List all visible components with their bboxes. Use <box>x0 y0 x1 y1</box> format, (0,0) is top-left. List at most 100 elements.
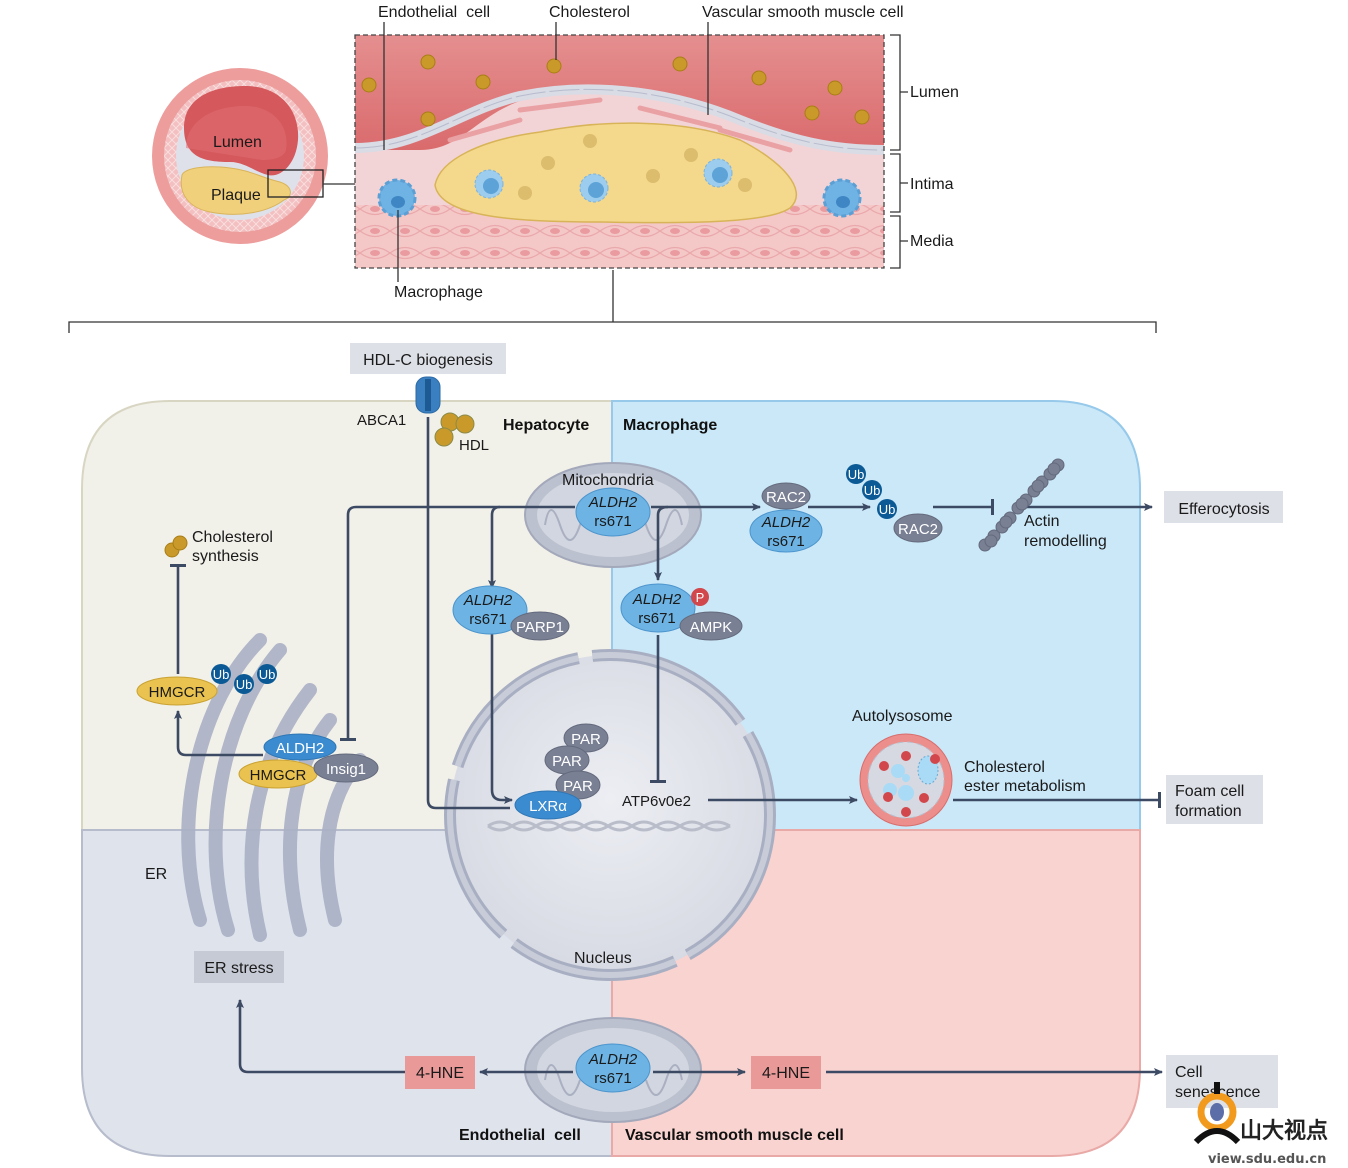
macrophage-icon <box>377 178 417 218</box>
rs671-label: rs671 <box>638 610 676 627</box>
actin-filament-icon <box>978 458 1065 552</box>
rs671-label: rs671 <box>594 1070 632 1087</box>
layer-brackets <box>890 34 908 269</box>
insig1-label: Insig1 <box>326 761 366 778</box>
foam-cell-icon <box>703 158 733 188</box>
efferocytosis-label: Efferocytosis <box>1178 501 1269 518</box>
label-vsmc: Vascular smooth muscle cell <box>702 4 904 21</box>
cem-label-2: ester metabolism <box>964 778 1086 795</box>
par-label: PAR <box>552 753 582 770</box>
ub-label: Ub <box>236 677 253 692</box>
label-macrophage: Macrophage <box>394 284 483 301</box>
autolysosome-icon <box>859 733 953 827</box>
ubiquitin-chain-hmgcr: Ub Ub Ub <box>211 664 277 694</box>
artery-cross-section: Lumen Plaque <box>152 68 355 244</box>
cross-plaque <box>180 166 291 215</box>
outcome-foam-cell: Foam cell formation <box>1166 775 1263 824</box>
rac2-aldh2-complex: RAC2 ALDH2 rs671 <box>749 482 823 553</box>
aldh2-rs671-mito-bottom: ALDH2 rs671 <box>575 1043 651 1093</box>
rs671-label: rs671 <box>767 533 805 550</box>
aldh2-parp1-complex: ALDH2 rs671 PARP1 <box>452 585 570 641</box>
rac2-label: RAC2 <box>898 521 938 538</box>
outcome-hdl-c-biogenesis: HDL-C biogenesis <box>350 343 506 374</box>
ub-label: Ub <box>259 667 276 682</box>
chol-synth-label-2: synthesis <box>192 548 259 565</box>
chol-synth-label-1: Cholesterol <box>192 529 273 546</box>
macrophage-icon <box>822 178 862 218</box>
cell-label-macrophage: Macrophage <box>623 417 717 434</box>
nucleus-label: Nucleus <box>574 950 632 967</box>
rac2-label: RAC2 <box>766 489 806 506</box>
aldh2-label: ALDH2 <box>761 514 811 531</box>
phospho-label: P <box>696 590 705 605</box>
lxra-label: LXRα <box>529 798 567 815</box>
foam-label-1: Foam cell <box>1175 783 1244 800</box>
er-stress-label: ER stress <box>204 960 273 977</box>
rs671-label: rs671 <box>594 513 632 530</box>
layer-lumen: Lumen <box>910 84 959 101</box>
ampk-label: AMPK <box>690 619 733 636</box>
parp1-label: PARP1 <box>516 619 564 636</box>
outcome-er-stress: ER stress <box>194 951 284 983</box>
autolysosome-label: Autolysosome <box>852 708 953 725</box>
cell-label-endothelial: Endothelial cell <box>459 1127 581 1144</box>
par-lxra-complex: PAR PAR PAR LXRα <box>514 723 609 820</box>
label-endothelial-cell: Endothelial cell <box>378 4 490 21</box>
ubiquitinated-rac2: Ub Ub Ub RAC2 <box>846 464 943 543</box>
hdl-c-label: HDL-C biogenesis <box>363 352 493 369</box>
layer-intima: Intima <box>910 176 954 193</box>
aldh2-er-label: ALDH2 <box>276 740 324 757</box>
expansion-bracket <box>68 270 1157 333</box>
ub-label: Ub <box>879 502 896 517</box>
watermark-url: view.sdu.edu.cn <box>1208 1152 1326 1167</box>
actin-label-2: remodelling <box>1024 533 1107 550</box>
cross-plaque-label: Plaque <box>211 187 261 204</box>
senescence-label-1: Cell <box>1175 1064 1203 1081</box>
foam-label-2: formation <box>1175 803 1242 820</box>
artery-wall-detail <box>354 34 885 269</box>
cross-lumen-label: Lumen <box>213 134 262 151</box>
atp6v0e2-label: ATP6v0e2 <box>622 793 691 810</box>
foam-cell-icon <box>579 173 609 203</box>
actin-label-1: Actin <box>1024 513 1060 530</box>
watermark-title: 山大视点 <box>1240 1118 1328 1144</box>
label-cholesterol: Cholesterol <box>549 4 630 21</box>
par-label: PAR <box>563 778 593 795</box>
aldh2-hmgcr-insig1-complex: ALDH2 HMGCR Insig1 <box>238 733 379 789</box>
abca1-label: ABCA1 <box>357 412 406 429</box>
cell-label-hepatocyte: Hepatocyte <box>503 417 589 434</box>
ub-label: Ub <box>864 483 881 498</box>
nucleus-icon <box>444 649 776 981</box>
cem-label-1: Cholesterol <box>964 759 1045 776</box>
cell-label-vsmc: Vascular smooth muscle cell <box>625 1127 844 1144</box>
hmgcr-top: HMGCR <box>136 676 218 706</box>
aldh2-label: ALDH2 <box>463 592 513 609</box>
cholesterol-particles <box>361 54 870 127</box>
aldh2-label: ALDH2 <box>588 494 638 511</box>
aldh2-label: ALDH2 <box>632 591 682 608</box>
foam-cell-icon <box>474 169 504 199</box>
hmgcr-er-label: HMGCR <box>250 767 307 784</box>
hdl-particle-icon <box>434 412 475 447</box>
hne-label: 4-HNE <box>416 1065 464 1082</box>
aldh2-ampk-complex: ALDH2 rs671 AMPK P <box>620 583 743 641</box>
ub-label: Ub <box>213 667 230 682</box>
hne-box-left: 4-HNE <box>405 1056 475 1089</box>
mitochondria-label: Mitochondria <box>562 472 654 489</box>
hne-label: 4-HNE <box>762 1065 810 1082</box>
watermark: 山大视点 view.sdu.edu.cn <box>1193 1082 1328 1167</box>
par-label: PAR <box>571 731 601 748</box>
hdl-label: HDL <box>459 437 489 454</box>
layer-media: Media <box>910 233 954 250</box>
ub-label: Ub <box>848 467 865 482</box>
rs671-label: rs671 <box>469 611 507 628</box>
hmgcr-label: HMGCR <box>149 684 206 701</box>
zoom-frame <box>354 34 885 269</box>
cholesterol-icon <box>164 535 188 558</box>
outcome-efferocytosis: Efferocytosis <box>1164 491 1283 523</box>
aldh2-label: ALDH2 <box>588 1051 638 1068</box>
er-label: ER <box>145 866 167 883</box>
hne-box-right: 4-HNE <box>751 1056 821 1089</box>
pathway-lines <box>170 417 1163 1076</box>
